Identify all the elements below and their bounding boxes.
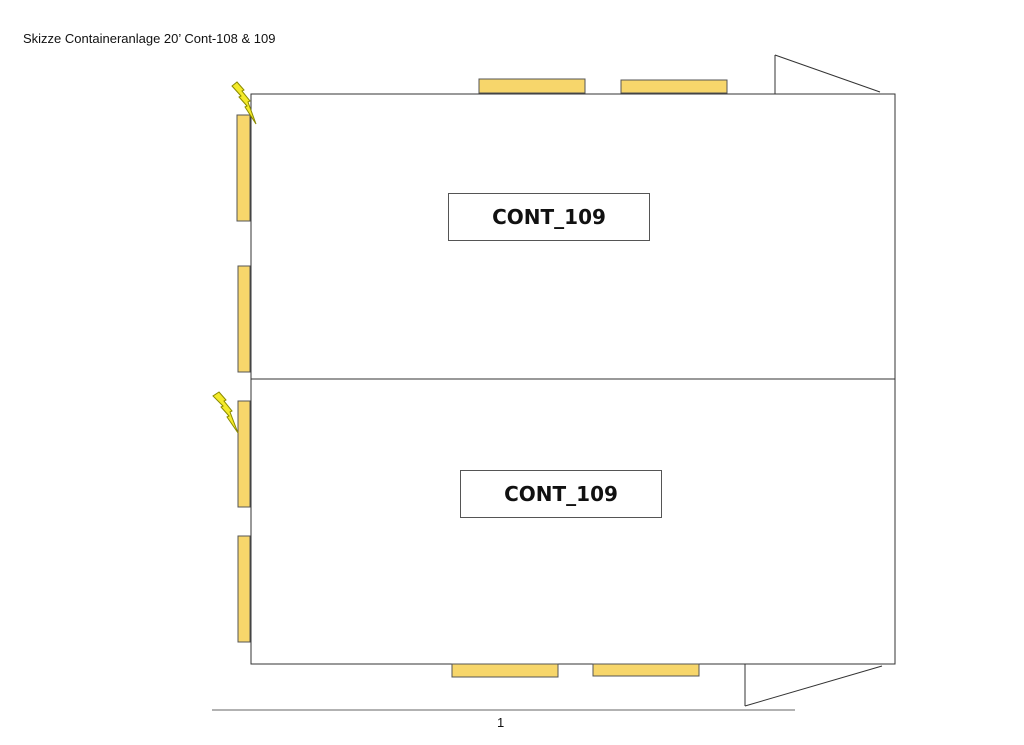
door-swing-bottom (744, 664, 883, 707)
document-title: Skizze Containeranlage 20’ Cont-108 & 10… (23, 31, 276, 46)
page-number: 1 (497, 715, 505, 730)
window-left-1 (236, 114, 251, 222)
window-top-2 (620, 79, 728, 94)
window-left-2 (237, 265, 251, 373)
window-bottom-2 (592, 663, 700, 677)
lightning-bolt-icon (231, 81, 257, 125)
container-label-top: CONT_109 (448, 193, 650, 241)
window-bottom-1 (451, 663, 559, 678)
window-left-3 (237, 400, 251, 508)
container-label-bottom: CONT_109 (460, 470, 662, 518)
window-top-1 (478, 78, 586, 94)
container-bottom-outline (250, 378, 896, 665)
door-swing-top (774, 54, 881, 94)
lightning-bolt-icon (212, 391, 239, 434)
window-left-4 (237, 535, 251, 643)
